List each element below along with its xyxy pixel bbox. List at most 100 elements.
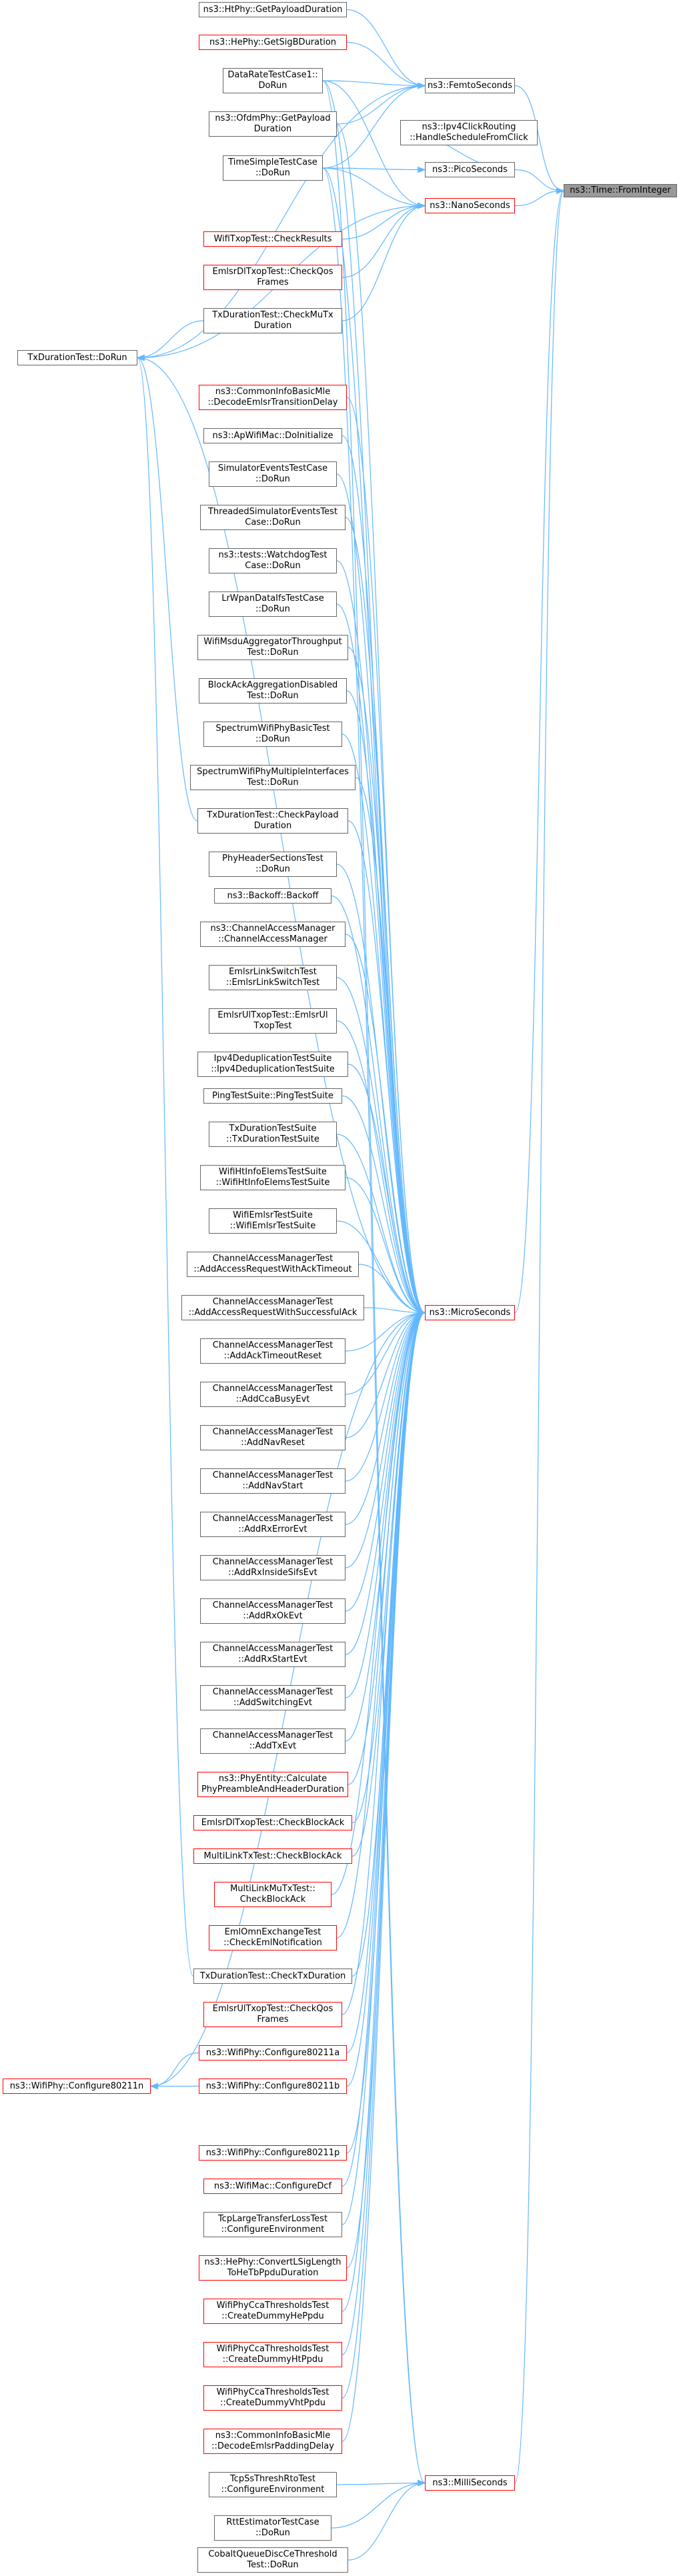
node-apwifimac-doinitialize[interactable]: ns3::ApWifiMac::DoInitialize: [203, 428, 342, 443]
node-ipv4click-handleschedule[interactable]: ns3::Ipv4ClickRouting ::HandleScheduleFr…: [400, 120, 538, 145]
edge-femto-to-target: [514, 85, 565, 194]
edge-ofdmpayload-to-micro: [336, 123, 426, 1316]
node-cam-addccabusyevt[interactable]: ChannelAccessManagerTest ::AddCcaBusyEvt: [200, 1382, 346, 1407]
node-commoninfobasicmle-decodeemlsrtransitiondelay[interactable]: ns3::CommonInfoBasicMle ::DecodeEmlsrTra…: [199, 385, 347, 410]
node-wifimac-configuredcf[interactable]: ns3::WifiMac::ConfigureDcf: [203, 2179, 342, 2194]
node-picoseconds[interactable]: ns3::PicoSeconds: [425, 162, 515, 177]
node-emlsrultxoptest-ctor[interactable]: EmlsrUlTxopTest::EmlsrUl TxopTest: [209, 1008, 337, 1034]
node-phyentity-calculatephypreambleandheaderduration[interactable]: ns3::PhyEntity::Calculate PhyPreambleAnd…: [197, 1772, 348, 1797]
node-wifiemlsrtestsuite-ctor[interactable]: WifiEmlsrTestSuite ::WifiEmlsrTestSuite: [209, 1208, 337, 1234]
edge-chanaccmgr-to-micro: [345, 934, 426, 1316]
edge-cam_rxok-to-micro: [345, 1309, 426, 1612]
node-wifiphyccathresholdstest-createdummyheppdu[interactable]: WifiPhyCcaThresholdsTest ::CreateDummyHe…: [203, 2299, 342, 2324]
node-phyheadersectionstest-dorun[interactable]: PhyHeaderSectionsTest ::DoRun: [209, 852, 337, 877]
node-txdurationtest-checktxduration[interactable]: TxDurationTest::CheckTxDuration: [193, 1969, 352, 1984]
node-cam-addrxinsidesifsevt[interactable]: ChannelAccessManagerTest ::AddRxInsideSi…: [200, 1555, 346, 1580]
node-multilinktxtest-checkblockack[interactable]: MultiLinkTxTest::CheckBlockAck: [193, 1848, 352, 1864]
node-wifiphy-configure80211b[interactable]: ns3::WifiPhy::Configure80211b: [199, 2079, 347, 2094]
node-femtoseconds[interactable]: ns3::FemtoSeconds: [425, 78, 515, 93]
node-cam-addswitchingevt[interactable]: ChannelAccessManagerTest ::AddSwitchingE…: [200, 1685, 346, 1710]
edge-emlomn-to-micro: [336, 1309, 426, 1939]
edge-spectrumbasic-to-micro: [342, 734, 426, 1316]
node-txdurationtest-dorun[interactable]: TxDurationTest::DoRun: [17, 350, 137, 365]
node-commoninfobasicmle-decodeemlsrpaddingdelay[interactable]: ns3::CommonInfoBasicMle ::DecodeEmlsrPad…: [203, 2429, 342, 2454]
edge-msduagg-to-micro: [348, 647, 426, 1316]
node-emlsrultxoptest-checkqosframes[interactable]: EmlsrUlTxopTest::CheckQos Frames: [203, 2002, 342, 2027]
edge-txdurmu-to-txdurdorun: [136, 320, 204, 361]
edge-cam_ccabusy-to-micro: [345, 1309, 426, 1395]
node-emlsrlinkswitchtest-ctor[interactable]: EmlsrLinkSwitchTest ::EmlsrLinkSwitchTes…: [209, 965, 337, 990]
node-lrwpandataifstestcase-dorun[interactable]: LrWpanDataIfsTestCase ::DoRun: [209, 591, 337, 617]
node-spectrumwifiphymultipleinterfacestest-dorun[interactable]: SpectrumWifiPhyMultipleInterfaces Test::…: [190, 765, 356, 790]
node-tcplargetransferlosstest-configureenvironment[interactable]: TcpLargeTransferLossTest ::ConfigureEnvi…: [203, 2212, 342, 2237]
edge-commonpad-to-micro: [342, 1310, 426, 2442]
node-txdurationtest-checkmutxduration[interactable]: TxDurationTest::CheckMuTx Duration: [203, 308, 342, 333]
node-emlsrdltxoptest-checkblockack[interactable]: EmlsrDlTxopTest::CheckBlockAck: [193, 1815, 352, 1830]
node-hephy-getsigbduration[interactable]: ns3::HePhy::GetSigBDuration: [199, 35, 347, 50]
node-milliseconds[interactable]: ns3::MilliSeconds: [425, 2475, 515, 2491]
node-cam-addacktimeoutreset[interactable]: ChannelAccessManagerTest ::AddAckTimeout…: [200, 1338, 346, 1364]
node-ofdmphy-getpayloadduration[interactable]: ns3::OfdmPhy::GetPayload Duration: [209, 111, 337, 137]
node-wifimsduaggregatorthroughputtest-dorun[interactable]: WifiMsduAggregatorThroughput Test::DoRun: [197, 635, 348, 660]
node-wifiphy-configure80211n[interactable]: ns3::WifiPhy::Configure80211n: [3, 2079, 151, 2094]
node-wifiphyccathresholdstest-createdummyvhtppdu[interactable]: WifiPhyCcaThresholdsTest ::CreateDummyVh…: [203, 2385, 342, 2411]
node-rttestimatortestcase-dorun[interactable]: RttEstimatorTestCase ::DoRun: [214, 2515, 331, 2541]
edge-cam_navstart-to-micro: [345, 1309, 426, 1482]
node-txdurationtest-checkpayloadduration[interactable]: TxDurationTest::CheckPayload Duration: [197, 808, 348, 834]
node-microseconds[interactable]: ns3::MicroSeconds: [425, 1305, 515, 1320]
node-wifiphy-configure80211a[interactable]: ns3::WifiPhy::Configure80211a: [199, 2045, 347, 2061]
node-emlsrdltxoptest-checkqosframes[interactable]: EmlsrDlTxopTest::CheckQos Frames: [203, 265, 342, 290]
node-hephy-convertlsiglengthtohetbppduduration[interactable]: ns3::HePhy::ConvertLSigLength ToHeTbPpdu…: [199, 2255, 347, 2281]
node-cam-addaccessrequestwithsuccessfulack[interactable]: ChannelAccessManagerTest ::AddAccessRequ…: [181, 1295, 364, 1320]
edge-conf11a-to-conf11n: [149, 2052, 199, 2090]
node-nanoseconds[interactable]: ns3::NanoSeconds: [425, 198, 515, 213]
node-backoff-backoff[interactable]: ns3::Backoff::Backoff: [214, 888, 331, 904]
node-cam-addrxerrorevt[interactable]: ChannelAccessManagerTest ::AddRxErrorEvt: [200, 1512, 346, 1537]
node-channelaccessmanager-ctor[interactable]: ns3::ChannelAccessManager ::ChannelAcces…: [200, 922, 346, 947]
node-spectrumwifiphybasictest-dorun[interactable]: SpectrumWifiPhyBasicTest ::DoRun: [203, 722, 342, 747]
node-tcpssthreshrtotest-configureenvironment[interactable]: TcpSsThreshRtoTest ::ConfigureEnvironmen…: [209, 2472, 337, 2497]
node-blockackaggregationdisabledtest-dorun[interactable]: BlockAckAggregationDisabled Test::DoRun: [199, 678, 347, 704]
node-pingtestsuite-ctor[interactable]: PingTestSuite::PingTestSuite: [203, 1088, 342, 1104]
edge-confdcf-to-micro: [342, 1309, 426, 2187]
node-simulatoreventstestcase-dorun[interactable]: SimulatorEventsTestCase ::DoRun: [209, 461, 337, 487]
edge-micro-to-target: [514, 187, 565, 1314]
edge-wifitxop-to-nano: [342, 202, 426, 240]
node-cam-addaccessrequestwithacktimeout[interactable]: ChannelAccessManagerTest ::AddAccessRequ…: [187, 1252, 359, 1277]
node-dataratetestcase1-dorun[interactable]: DataRateTestCase1:: DoRun: [223, 68, 323, 93]
node-wifihtinfoelemstestsuite-ctor[interactable]: WifiHtInfoElemsTestSuite ::WifiHtInfoEle…: [200, 1165, 346, 1190]
node-wifiphy-configure80211p[interactable]: ns3::WifiPhy::Configure80211p: [199, 2145, 347, 2161]
node-threadedsimulatoreventstestcase-dorun[interactable]: ThreadedSimulatorEventsTest Case::DoRun: [200, 505, 346, 530]
edge-htphypayload-to-femto: [346, 9, 426, 89]
node-emlomnexchangetest-checkemlnotification[interactable]: EmlOmnExchangeTest ::CheckEmlNotificatio…: [209, 1925, 337, 1951]
edge-conf11p-to-micro: [346, 1309, 426, 2154]
node-watchdogtestcase-dorun[interactable]: ns3::tests::WatchdogTest Case::DoRun: [209, 548, 337, 573]
node-time-frominteger[interactable]: ns3::Time::FromInteger: [564, 184, 677, 197]
edge-cam_rxinside-to-micro: [345, 1309, 426, 1568]
edge-emlsrulqos-to-micro: [342, 1309, 426, 2015]
node-cobaltqueuedisccethresholdtest-dorun[interactable]: CobaltQueueDiscCeThreshold Test::DoRun: [197, 2547, 348, 2573]
node-multilinkmutxtest-checkblockack[interactable]: MultiLinkMuTxTest:: CheckBlockAck: [214, 1882, 331, 1907]
node-txdurationtestsuite-ctor[interactable]: TxDurationTestSuite ::TxDurationTestSuit…: [209, 1122, 337, 1147]
node-cam-addtxevt[interactable]: ChannelAccessManagerTest ::AddTxEvt: [200, 1728, 346, 1754]
node-wifitxoptest-checkresults[interactable]: WifiTxopTest::CheckResults: [203, 231, 342, 247]
node-timesimpletestcase-dorun[interactable]: TimeSimpleTestCase ::DoRun: [223, 155, 323, 181]
edge-threadedsim-to-micro: [345, 517, 426, 1316]
edge-cam_switching-to-micro: [345, 1309, 426, 1698]
node-cam-addrxokevt[interactable]: ChannelAccessManagerTest ::AddRxOkEvt: [200, 1598, 346, 1624]
edge-htinfoelems-to-micro: [345, 1177, 426, 1316]
node-cam-addrxstartevt[interactable]: ChannelAccessManagerTest ::AddRxStartEvt: [200, 1642, 346, 1667]
edge-spectrummulti-to-micro: [355, 777, 426, 1316]
node-cam-addnavreset[interactable]: ChannelAccessManagerTest ::AddNavReset: [200, 1425, 346, 1450]
node-ipv4deduplicationtestsuite-ctor[interactable]: Ipv4DeduplicationTestSuite ::Ipv4Dedupli…: [197, 1052, 348, 1077]
edge-txdurpayload-to-micro: [348, 820, 426, 1316]
node-cam-addnavstart[interactable]: ChannelAccessManagerTest ::AddNavStart: [200, 1468, 346, 1494]
node-htphy-getpayloadduration[interactable]: ns3::HtPhy::GetPayloadDuration: [199, 2, 347, 17]
edge-txdurdorun-to-femto: [137, 82, 426, 359]
edge-ccaht-to-micro: [342, 1310, 426, 2355]
edge-backoff-to-micro: [331, 895, 426, 1316]
edge-datarate-to-femto: [322, 80, 426, 89]
node-wifiphyccathresholdstest-createdummyhtppdu[interactable]: WifiPhyCcaThresholdsTest ::CreateDummyHt…: [203, 2342, 342, 2367]
